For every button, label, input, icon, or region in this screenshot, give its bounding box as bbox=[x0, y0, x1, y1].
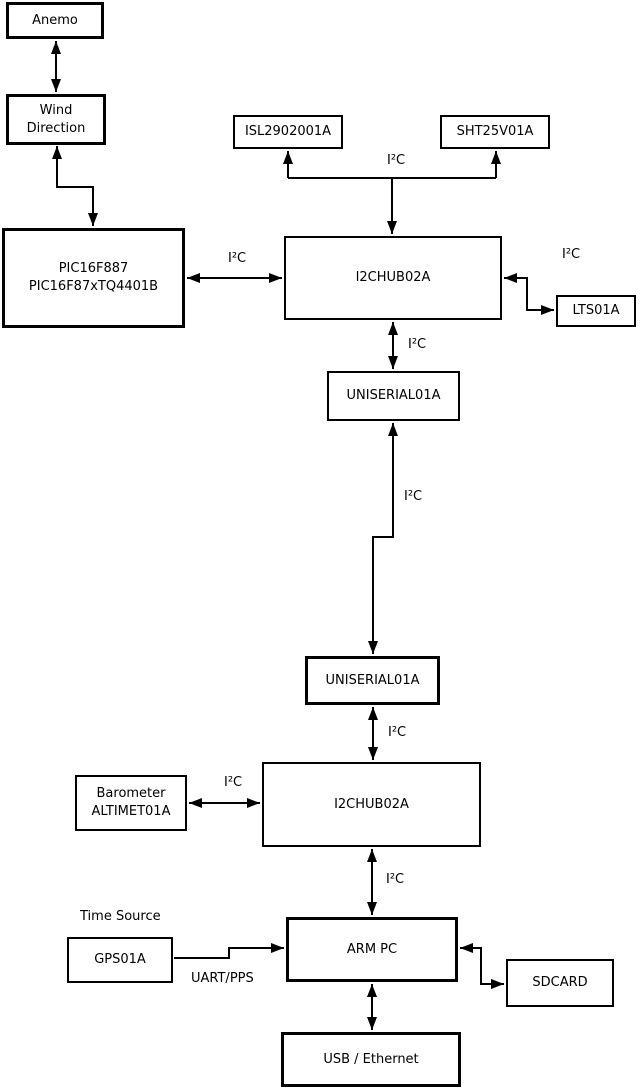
node-usb-ethernet-label: USB / Ethernet bbox=[323, 1051, 419, 1067]
node-wind-direction: Wind Direction bbox=[6, 94, 106, 145]
node-usb-ethernet: USB / Ethernet bbox=[281, 1032, 461, 1087]
edge-label-i2c-hub1-uniserial1: I²C bbox=[408, 337, 427, 352]
edge-label-time-source: Time Source bbox=[80, 909, 161, 924]
node-wind-direction-label-line2: Direction bbox=[26, 120, 86, 136]
edge-label-i2c-barometer: I²C bbox=[224, 775, 243, 790]
edge-label-i2c-uniserial2-hub2: I²C bbox=[388, 725, 407, 740]
edge-label-i2c-uniserial-link: I²C bbox=[404, 489, 423, 504]
node-arm-pc-label: ARM PC bbox=[346, 941, 398, 957]
node-i2chub02a-lower-label: I2CHUB02A bbox=[334, 796, 409, 812]
node-sht25v01a: SHT25V01A bbox=[440, 115, 550, 149]
node-uniserial01a-lower-label: UNISERIAL01A bbox=[325, 672, 420, 688]
node-uniserial01a-upper: UNISERIAL01A bbox=[327, 371, 460, 421]
node-barometer-label-line2: ALTIMET01A bbox=[91, 804, 171, 819]
node-gps01a: GPS01A bbox=[67, 937, 173, 983]
node-sdcard: SDCARD bbox=[506, 959, 614, 1007]
node-anemo: Anemo bbox=[6, 2, 104, 39]
node-lts01a-label: LTS01A bbox=[572, 303, 620, 319]
edge-label-i2c-lts: I²C bbox=[562, 247, 581, 262]
edge-gps-armpc bbox=[174, 943, 284, 959]
node-pic16f887: PIC16F887 PIC16F87xTQ4401B bbox=[2, 228, 185, 328]
node-isl2902001a-label: ISL2902001A bbox=[244, 124, 332, 140]
node-gps01a-label: GPS01A bbox=[94, 952, 146, 968]
edge-label-i2c-pic-hub1: I²C bbox=[228, 251, 247, 266]
node-sdcard-label: SDCARD bbox=[532, 975, 588, 991]
node-i2chub02a-upper: I2CHUB02A bbox=[284, 236, 502, 320]
edge-wind-pic bbox=[52, 146, 98, 226]
node-i2chub02a-upper-label: I2CHUB02A bbox=[355, 270, 431, 286]
node-lts01a: LTS01A bbox=[556, 295, 636, 327]
edge-label-i2c-hub2-armpc: I²C bbox=[386, 872, 405, 887]
edge-label-uart-pps: UART/PPS bbox=[191, 971, 254, 986]
node-pic16f887-label-line1: PIC16F887 bbox=[58, 261, 129, 277]
edge-armpc-sdcard bbox=[460, 943, 504, 989]
node-arm-pc: ARM PC bbox=[286, 917, 458, 982]
node-wind-direction-label-line1: Wind bbox=[39, 102, 73, 118]
edge-hub1-lts bbox=[504, 273, 554, 315]
node-i2chub02a-lower: I2CHUB02A bbox=[262, 762, 481, 847]
node-isl2902001a: ISL2902001A bbox=[233, 115, 343, 149]
node-barometer-altimet01a: Barometer ALTIMET01A bbox=[75, 775, 187, 831]
node-sht25v01a-label: SHT25V01A bbox=[456, 124, 534, 140]
node-uniserial01a-upper-label: UNISERIAL01A bbox=[346, 388, 441, 404]
edge-uniserial1-uniserial2 bbox=[368, 423, 398, 654]
edge-label-i2c-sensor-bus: I²C bbox=[387, 153, 406, 168]
node-anemo-label: Anemo bbox=[32, 12, 78, 28]
node-barometer-label-line1: Barometer bbox=[96, 786, 166, 802]
node-uniserial01a-lower: UNISERIAL01A bbox=[305, 656, 440, 705]
node-pic16f887-label-line2: PIC16F87xTQ4401B bbox=[28, 279, 159, 294]
